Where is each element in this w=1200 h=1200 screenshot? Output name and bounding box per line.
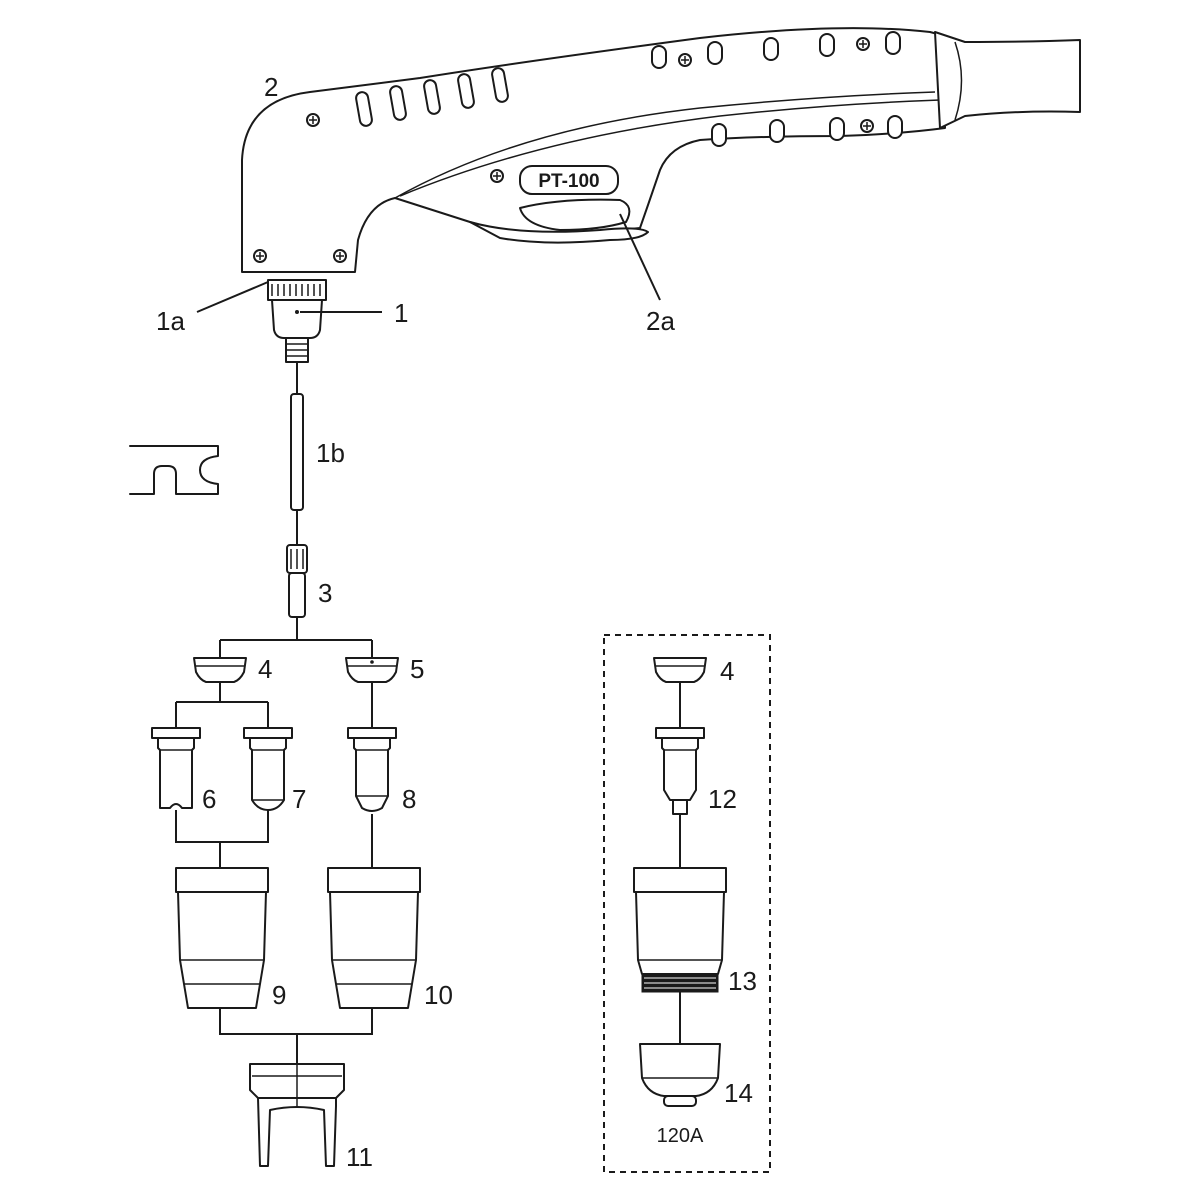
inset-part-12-electrode <box>655 727 705 815</box>
branch-9-10 <box>219 1008 373 1064</box>
label-4: 4 <box>258 654 272 684</box>
label-7: 7 <box>292 784 306 814</box>
label-1b: 1b <box>316 438 345 468</box>
label-14: 14 <box>724 1078 753 1108</box>
label-12: 12 <box>708 784 737 814</box>
leader-1a <box>196 281 269 313</box>
part-3-holder <box>286 544 308 640</box>
label-2: 2 <box>264 72 278 102</box>
part-11-spacer <box>249 1063 345 1167</box>
label-8: 8 <box>402 784 416 814</box>
label-11: 11 <box>346 1142 373 1172</box>
handle-contour-line-2 <box>399 99 941 197</box>
torch-handle: PT-100 <box>241 27 1081 273</box>
label-1: 1 <box>394 298 408 328</box>
inset-part-13-nozzle <box>633 867 727 993</box>
branch-4 <box>175 682 269 728</box>
part-1b-tube <box>290 362 304 545</box>
label-10: 10 <box>424 980 453 1010</box>
insulation-profile <box>129 445 219 495</box>
label-5: 5 <box>410 654 424 684</box>
inset-120a-box <box>603 634 771 1173</box>
model-plate-text: PT-100 <box>538 171 599 192</box>
branch-3 <box>219 639 373 658</box>
grip-slots-upper <box>651 31 901 69</box>
label-inset-4: 4 <box>720 656 734 686</box>
grip-slots-front <box>355 67 509 127</box>
inset-caption: 120A <box>657 1125 704 1147</box>
part-8-electrode <box>347 727 397 812</box>
inset-part-4-swirl-ring <box>653 657 707 683</box>
label-3: 3 <box>318 578 332 608</box>
head-thread-collar <box>267 279 327 301</box>
label-1a: 1a <box>156 306 185 336</box>
branch-6-7 <box>175 810 269 868</box>
torch-head-part-1 <box>267 279 327 363</box>
trigger-guard <box>469 221 649 244</box>
label-9: 9 <box>272 980 286 1010</box>
part-10-nozzle <box>327 867 421 1009</box>
label-2a: 2a <box>646 306 675 336</box>
part-9-nozzle <box>175 867 269 1009</box>
screw-icons <box>253 37 874 263</box>
part-5-swirl-ring <box>345 657 399 683</box>
sleeve-seam <box>954 41 963 121</box>
label-13: 13 <box>728 966 757 996</box>
inset-part-14-shield-cap <box>639 1043 721 1107</box>
trigger <box>519 198 631 231</box>
grip-slots-lower <box>711 115 903 147</box>
label-6: 6 <box>202 784 216 814</box>
cable-sleeve <box>934 31 1081 129</box>
part-6-electrode <box>151 727 201 809</box>
part-7-electrode <box>243 727 293 811</box>
head-body <box>271 299 323 339</box>
handle-contour-line <box>394 91 936 199</box>
part-4-swirl-ring <box>193 657 247 683</box>
model-plate <box>519 165 619 195</box>
leader-2a <box>619 213 661 301</box>
